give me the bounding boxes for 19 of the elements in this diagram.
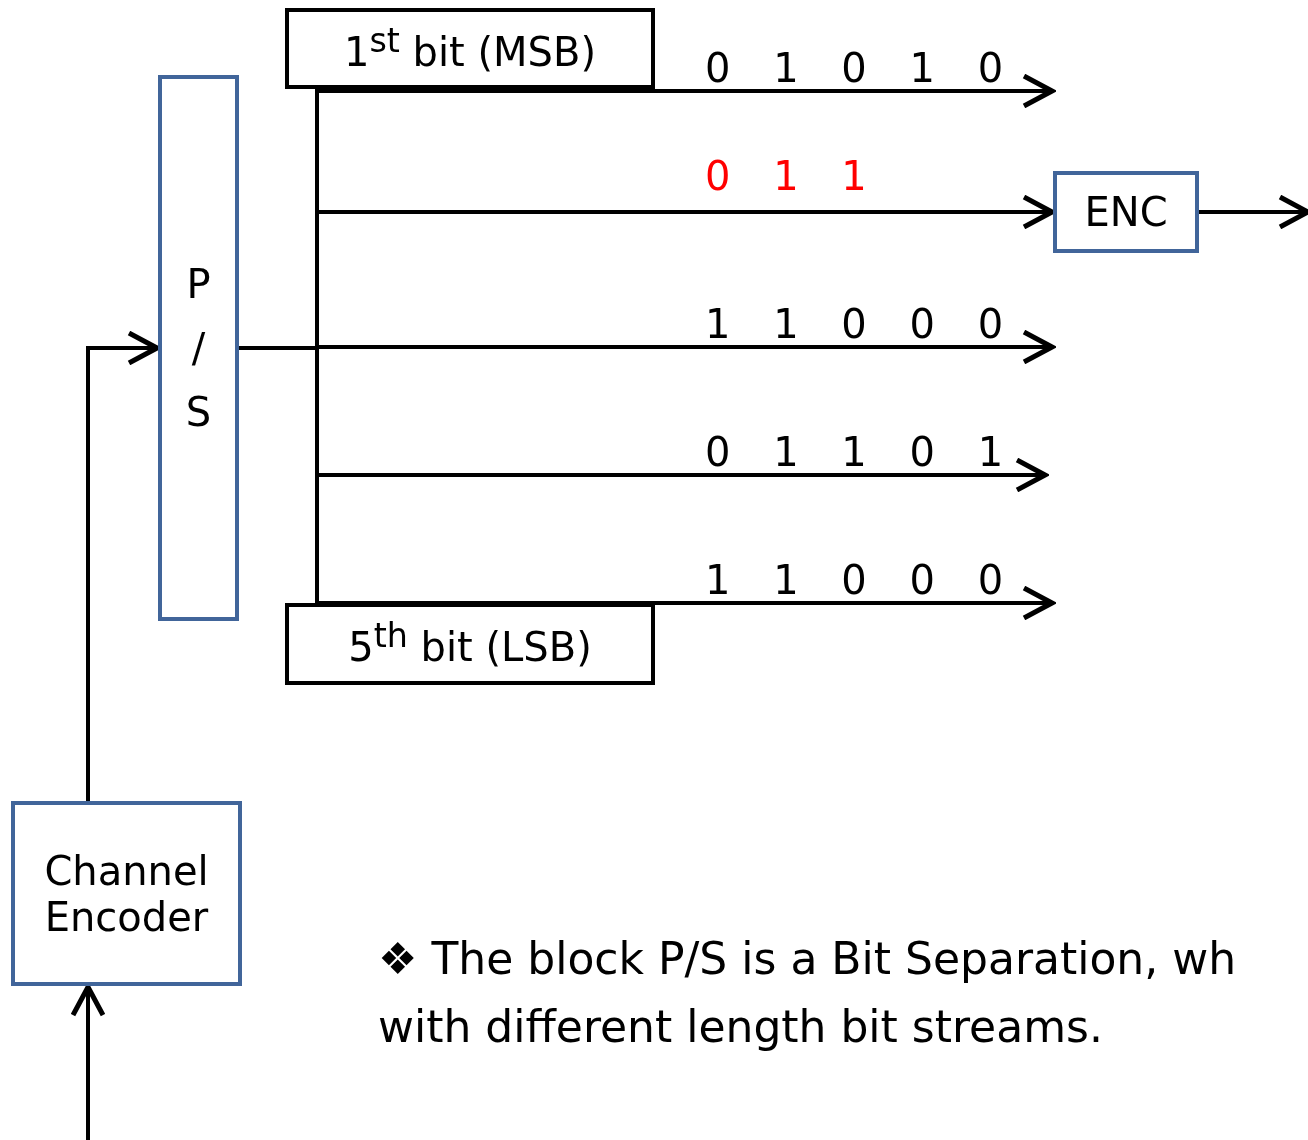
node-text: 5$^{th}$ bit (LSB) (348, 617, 592, 671)
arrow (70, 984, 106, 1140)
edge-label: 1 1 0 0 0 (705, 557, 1004, 603)
process-box (1053, 171, 1199, 253)
node-text: 1$^{st}$ bit (MSB) (343, 21, 597, 76)
edge-label: 0 1 1 (705, 153, 867, 199)
note-text: ❖ The block P/S is a Bit Separation, wh with different length bit streams. (378, 932, 1238, 1055)
bit-label-box (285, 8, 655, 89)
node-text: ENC (1084, 189, 1168, 235)
process-box (158, 75, 239, 621)
arrow (86, 330, 160, 801)
process-box (11, 801, 242, 986)
bit-label-box (285, 603, 655, 685)
node-text: P/S (185, 260, 212, 437)
edge-label: 1 1 0 0 0 (705, 301, 1004, 347)
edge-label: 0 1 1 0 1 (705, 429, 1004, 475)
edge-label: 0 1 0 1 0 (705, 45, 1004, 91)
arrow (1199, 194, 1308, 230)
node-text: Channel Encoder (43, 847, 210, 940)
